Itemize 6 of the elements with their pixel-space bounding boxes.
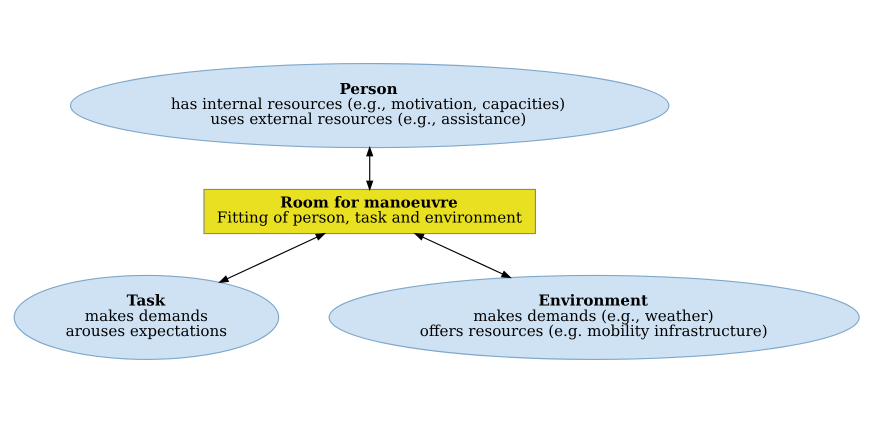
arrow — [414, 232, 512, 278]
node-ellipse: Environment makes demands (e.g., weather) offers resources (e.g. mobility infrastructure) — [328, 274, 860, 360]
node-ellipse: Person has internal resources (e.g., motivation, capacities) uses external resources (e.g., assistance) — [70, 62, 670, 148]
node-box: Room for manoeuvre Fitting of person, task and environment — [203, 188, 536, 234]
arrow — [366, 145, 374, 191]
arrow — [218, 232, 326, 282]
